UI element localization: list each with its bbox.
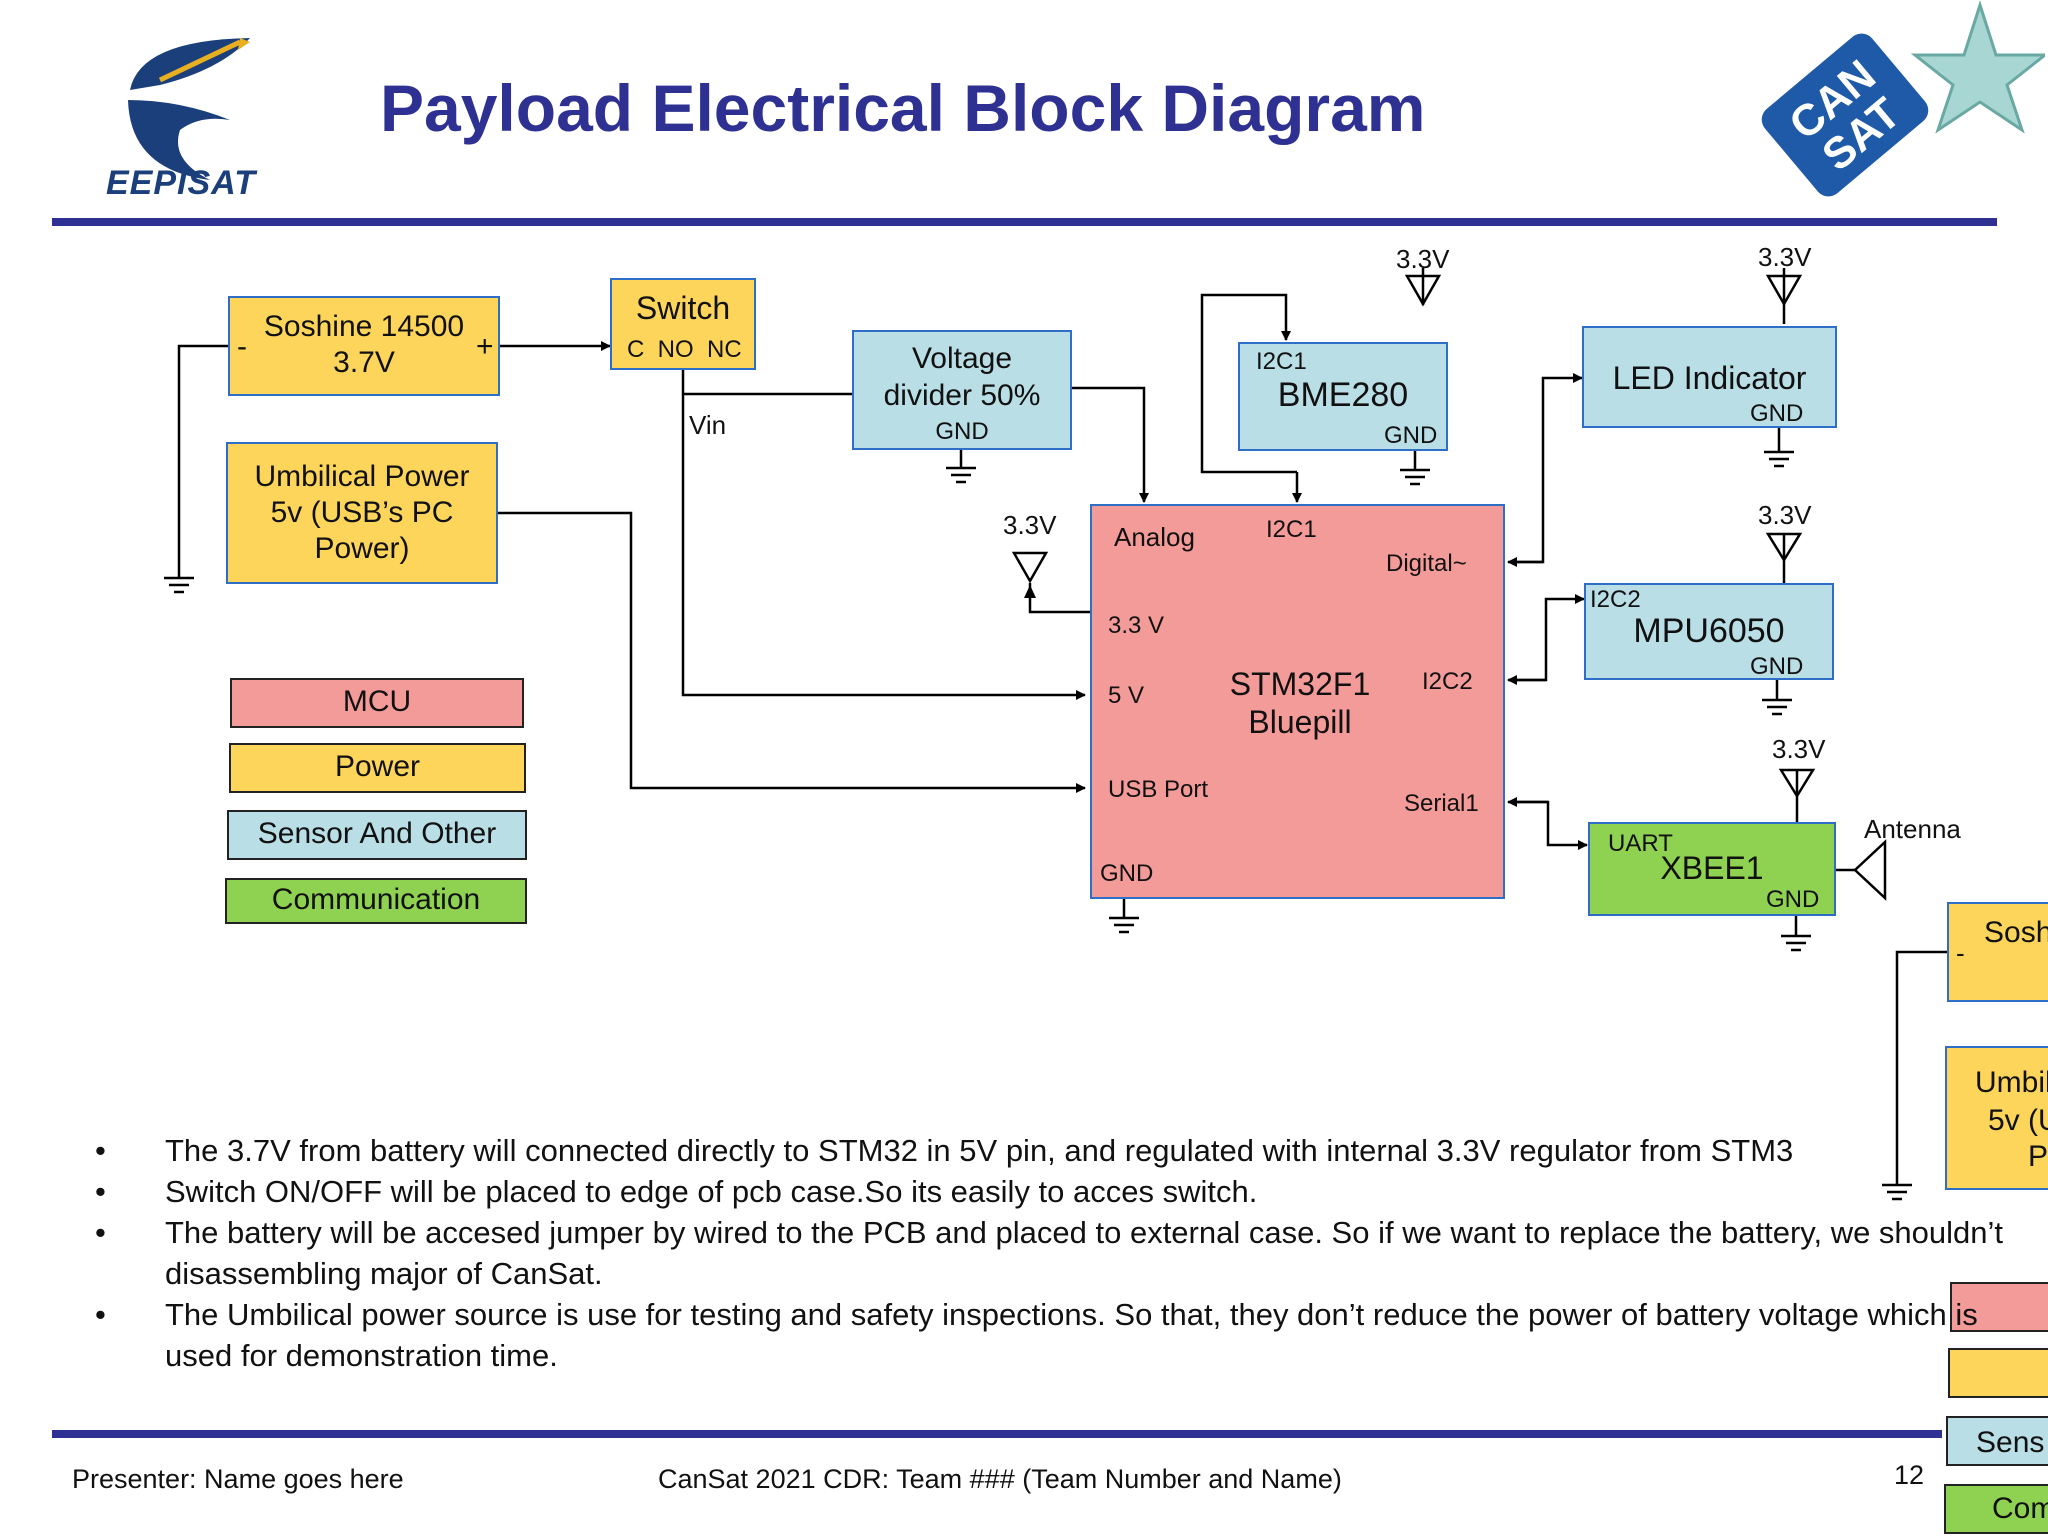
bullet-text: The battery will be accesed jumper by wi… <box>165 1215 2004 1291</box>
bullet-item: •The Umbilical power source is use for t… <box>95 1297 1978 1373</box>
cansat-logo: CAN SAT <box>1745 0 2048 210</box>
bme280-gnd: GND <box>1384 422 1438 449</box>
led-name: LED Indicator <box>1612 360 1807 396</box>
bullet-item: •The 3.7V from battery will connected di… <box>95 1133 1794 1168</box>
footer-rule <box>52 1430 1942 1438</box>
overlay-battery-text: Sosh <box>1984 916 2048 949</box>
antenna-label: Antenna <box>1864 814 1961 844</box>
xbee-vcc-label: 3.3V <box>1772 734 1826 764</box>
battery-line1: Soshine 14500 <box>263 310 465 343</box>
legend-sensor: Sensor And Other <box>227 810 527 860</box>
bme280-port: I2C1 <box>1256 348 1307 375</box>
voltage-divider-block <box>852 330 1072 450</box>
bullet-text: The Umbilical power source is use for te… <box>165 1297 1978 1373</box>
umbilical-line2: 5v (USB’s PC <box>270 496 454 529</box>
mpu-name: MPU6050 <box>1633 612 1785 650</box>
mcu-pin-usb: USB Port <box>1108 776 1209 803</box>
page-title: Payload Electrical Block Diagram <box>380 71 1426 145</box>
xbee-port: UART <box>1608 830 1673 857</box>
bme280-vcc-label: 3.3V <box>1396 244 1450 274</box>
battery-block <box>228 296 500 396</box>
overlay-legend-sensor <box>1946 1416 2048 1466</box>
xbee-name: XBEE1 <box>1660 850 1764 886</box>
battery-line2: 3.7V <box>333 346 395 379</box>
led-gnd: GND <box>1750 400 1804 427</box>
bullet-text: The 3.7V from battery will connected dir… <box>165 1133 1794 1168</box>
battery-plus: + <box>476 330 494 363</box>
led-indicator-block <box>1582 326 1837 428</box>
overlay-legend-mcu <box>1950 1282 2048 1332</box>
mcu-pin-analog: Analog <box>1114 522 1195 552</box>
team-logo-text: EEPISAT <box>106 164 256 202</box>
battery-minus: - <box>237 330 247 363</box>
umbilical-line3: Power) <box>314 532 410 565</box>
mcu-pin-serial1: Serial1 <box>1404 790 1479 817</box>
mcu-pin-digital: Digital~ <box>1386 550 1467 577</box>
mcu-name-line1: STM32F1 <box>1229 666 1371 702</box>
mpu-gnd: GND <box>1750 653 1804 680</box>
overlay-battery-block <box>1947 902 2048 1002</box>
umbilical-power-block <box>226 442 498 584</box>
overlay-umbilical-block <box>1945 1046 2048 1190</box>
mcu-pin-5v: 5 V <box>1108 682 1145 709</box>
legend-communication: Communication <box>225 878 527 924</box>
divider-gnd: GND <box>935 418 989 445</box>
overlay-umbilical-line1: Umbil <box>1975 1066 2048 1099</box>
bullet-text: Switch ON/OFF will be placed to edge of … <box>165 1174 1258 1209</box>
overlay-umbilical-line2: 5v (U <box>1988 1104 2048 1137</box>
overlay-minus: - <box>1956 938 1965 968</box>
mcu-block <box>1090 504 1505 899</box>
xbee-gnd: GND <box>1766 886 1820 913</box>
mcu-out-33v-label: 3.3V <box>1003 510 1057 540</box>
bullet-list: •The 3.7V from battery will connected di… <box>95 1130 2015 1376</box>
switch-title: Switch <box>635 290 731 326</box>
bme280-block <box>1238 342 1448 451</box>
footer-center: CanSat 2021 CDR: Team ### (Team Number a… <box>658 1464 1342 1494</box>
team-logo <box>100 30 280 200</box>
footer-page-number: 12 <box>1894 1460 1925 1490</box>
mcu-pin-i2c2: I2C2 <box>1422 668 1473 695</box>
overlay-legend-power <box>1948 1348 2048 1398</box>
vin-label: Vin <box>689 410 727 440</box>
mcu-pin-gnd: GND <box>1100 860 1154 887</box>
mcu-pin-33v: 3.3 V <box>1108 612 1165 639</box>
mpu-vcc-label: 3.3V <box>1758 500 1812 530</box>
divider-line2: divider 50% <box>883 379 1041 412</box>
footer-presenter: Presenter: Name goes here <box>72 1464 404 1494</box>
mcu-name-line2: Bluepill <box>1248 704 1352 740</box>
header-rule <box>52 218 1997 226</box>
divider-line1: Voltage <box>911 342 1013 375</box>
legend-mcu: MCU <box>230 678 524 728</box>
umbilical-line1: Umbilical Power <box>254 460 470 493</box>
bme280-name: BME280 <box>1277 376 1409 414</box>
overlay-legend-comm <box>1944 1484 2048 1534</box>
switch-pins: C NO NC <box>627 336 742 363</box>
overlay-legend-sensor-text: Sens <box>1976 1426 2045 1459</box>
mpu6050-block <box>1584 583 1834 680</box>
switch-block <box>610 278 756 370</box>
legend-power: Power <box>229 743 526 793</box>
overlay-legend-comm-text: Com <box>1992 1492 2048 1525</box>
xbee-block <box>1588 822 1836 916</box>
mcu-pin-i2c1: I2C1 <box>1266 516 1317 543</box>
bullet-item: •Switch ON/OFF will be placed to edge of… <box>95 1174 1258 1209</box>
bullet-item: •The battery will be accesed jumper by w… <box>95 1215 2004 1291</box>
mpu-port: I2C2 <box>1590 586 1641 613</box>
led-vcc-label: 3.3V <box>1758 242 1812 272</box>
overlay-umbilical-line3: P <box>2028 1140 2048 1173</box>
